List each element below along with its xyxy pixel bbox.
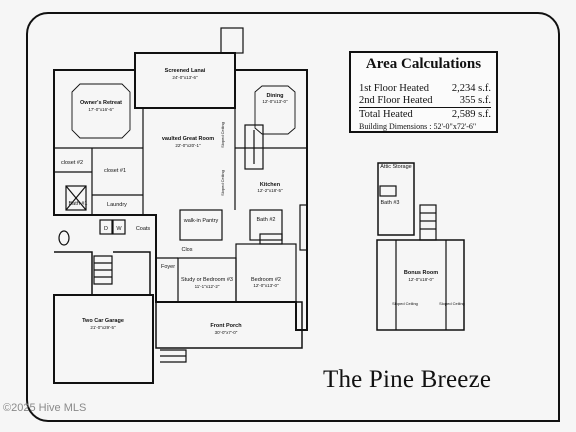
- size-bonus-room: 12'-0"x18'-0": [408, 277, 434, 282]
- size-great-room: 22'-0"x20'-1": [175, 143, 201, 148]
- label-foyer: Foyer: [161, 264, 175, 270]
- wall-main-outline: [53, 69, 308, 331]
- size-owners-retreat: 17'-0"x16'-6": [88, 107, 114, 112]
- area-value: 2,234 s.f.: [451, 83, 491, 94]
- label-bedroom-2: Bedroom #2: [251, 277, 281, 283]
- bath3-tub: [379, 185, 397, 197]
- label-clos: Clos: [181, 247, 192, 253]
- bath2-tub: [259, 233, 283, 245]
- area-label: 2nd Floor Heated: [359, 95, 433, 106]
- bath1-shower: [65, 185, 87, 211]
- tray-ceiling-dining: [254, 85, 296, 135]
- label-coats: Coats: [136, 226, 151, 232]
- size-front-porch: 30'-0"x7'-0": [215, 330, 238, 335]
- sheet-border: [26, 12, 560, 422]
- wall-pantry: [179, 209, 223, 241]
- label-great-room: vaulted Great Room: [162, 136, 214, 142]
- area-total-value: 2,589 s.f.: [451, 109, 491, 120]
- size-study: 11'-1"x12'-2": [195, 284, 220, 289]
- building-dimensions: Building Dimensions : 52'-0"x72'-6": [359, 122, 477, 131]
- plan-title: The Pine Breeze: [323, 366, 492, 393]
- dryer-box: [99, 219, 113, 235]
- stair-to-second: [419, 204, 437, 241]
- label-laundry: Laundry: [107, 202, 127, 208]
- label-screened-lanai: Screened Lanai: [165, 68, 206, 74]
- kitchen-counter: [299, 204, 308, 251]
- size-dining: 12'-0"x13'-0": [262, 99, 288, 104]
- area-total-label: Total Heated: [359, 109, 413, 120]
- label-front-porch: Front Porch: [210, 323, 242, 329]
- area-calculations-heading: Area Calculations: [365, 56, 482, 72]
- area-label: 1st Floor Heated: [359, 83, 429, 94]
- label-2f-sloped-ceiling-1: Sloped Ceiling: [392, 301, 418, 306]
- label-garage: Two Car Garage: [82, 318, 124, 324]
- wall-garage: [53, 294, 154, 384]
- label-pantry: walk-in Pantry: [183, 218, 219, 224]
- area-row-second-floor: 2nd Floor Heated 355 s.f.: [359, 95, 491, 106]
- label-dining: Dining: [266, 93, 283, 99]
- label-attic-storage: Attic Storage: [380, 164, 412, 170]
- label-bath-2: Bath #2: [257, 217, 276, 223]
- label-dryer: D: [104, 226, 108, 232]
- washer-box: [112, 219, 126, 235]
- label-owners-retreat: Owner's Retreat: [80, 100, 122, 106]
- area-row-first-floor: 1st Floor Heated 2,234 s.f.: [359, 83, 491, 94]
- wall-bedroom2: [235, 243, 297, 303]
- shower-diagonal-2: [65, 185, 87, 211]
- wall-garage-link: [54, 251, 151, 295]
- wall-screened-lanai: [134, 52, 236, 109]
- label-bath-3: Bath #3: [381, 200, 400, 206]
- size-kitchen: 12'-2"x18'-5": [257, 188, 283, 193]
- label-sloped-ceiling-2: Sloped Ceiling: [220, 170, 225, 196]
- size-garage: 21'-0"x29'-5": [90, 325, 116, 330]
- label-closet-1: closet #1: [104, 168, 126, 174]
- area-value: 355 s.f.: [459, 95, 491, 106]
- toilet: [58, 230, 70, 246]
- area-calculations-box: Area Calculations 1st Floor Heated 2,234…: [349, 51, 498, 133]
- mls-watermark: ©2025 Hive MLS: [3, 402, 87, 414]
- label-bonus-room: Bonus Room: [404, 270, 438, 276]
- size-screened-lanai: 24'-0"x13'-6": [172, 75, 198, 80]
- area-row-total: Total Heated 2,589 s.f.: [359, 107, 491, 120]
- label-study: Study or Bedroom #3: [181, 277, 233, 283]
- label-closet-2: closet #2: [61, 160, 83, 166]
- label-washer: W: [116, 226, 122, 232]
- kitchen-island: [244, 124, 264, 170]
- label-kitchen: Kitchen: [260, 182, 281, 188]
- lanai-steps: [220, 27, 244, 54]
- garage-steps: [93, 255, 113, 285]
- label-2f-sloped-ceiling-2: Sloped Ceiling: [439, 301, 465, 306]
- wall-second-floor: [376, 239, 465, 331]
- tray-ceiling-retreat: [71, 83, 131, 139]
- label-bath-1: Bath #1: [69, 201, 88, 207]
- label-sloped-ceiling-1: Sloped Ceiling: [220, 122, 225, 148]
- wall-attic: [377, 162, 415, 236]
- wall-bath2: [249, 209, 283, 241]
- size-bedroom-2: 12'-0"x13'-0": [253, 283, 279, 288]
